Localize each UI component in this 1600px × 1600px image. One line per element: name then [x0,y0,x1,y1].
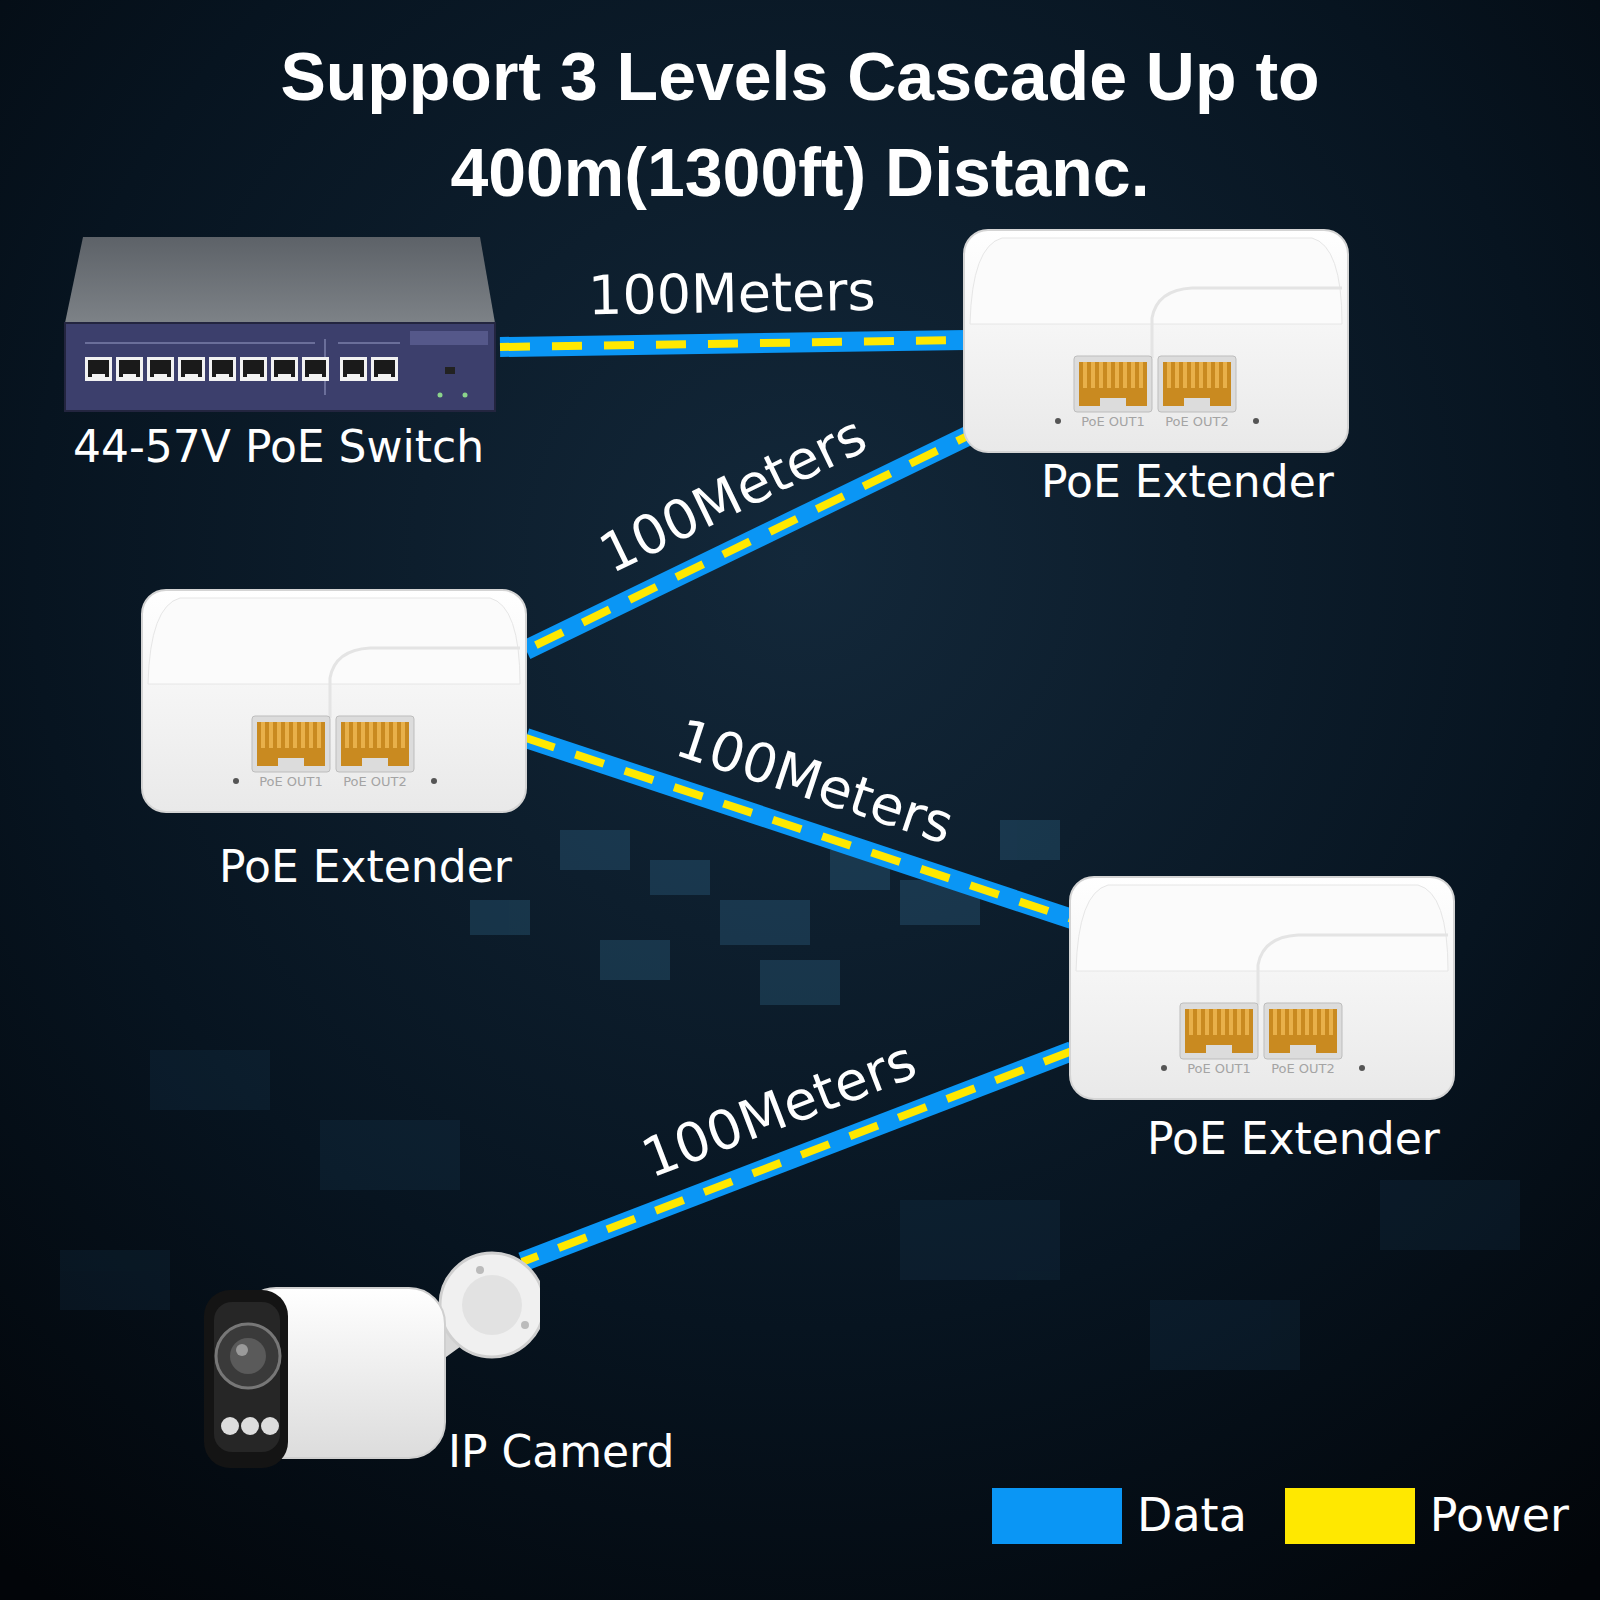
port-label: PoE OUT1 [1081,414,1145,429]
legend-text: Data [1137,1488,1247,1542]
node-caption: PoE Extender [1147,1113,1440,1164]
port-label: PoE OUT2 [1271,1061,1335,1076]
port-label: PoE OUT2 [1165,414,1229,429]
node-caption: 44-57V PoE Switch [73,421,484,472]
poe-extender-illustration [962,228,1352,456]
distance-label: 100Meters [633,1029,924,1191]
port-label: PoE OUT1 [1187,1061,1251,1076]
legend-swatch [1285,1488,1415,1544]
node-caption: IP Camerd [448,1426,674,1477]
poe-extender-illustration [1068,875,1458,1103]
switch-node: 44-57V PoE Switch [55,235,525,500]
poe-switch-illustration [55,235,505,415]
camera-node: IP Camerd [200,1250,700,1540]
distance-label: 100Meters [668,706,961,856]
node-caption: PoE Extender [219,841,512,892]
extender-node: PoE OUT1 PoE OUT2PoE Extender [962,228,1362,518]
node-caption: PoE Extender [1041,456,1334,507]
legend-swatch [992,1488,1122,1544]
port-label: PoE OUT2 [343,774,407,789]
distance-label: 100Meters [590,403,876,585]
poe-extender-illustration [140,588,530,816]
cable-connector [500,340,966,347]
extender-node: PoE OUT1 PoE OUT2PoE Extender [1068,875,1468,1175]
port-label: PoE OUT1 [259,774,323,789]
distance-label: 100Meters [588,260,877,328]
diagram-title: Support 3 Levels Cascade Up to 400m(1300… [250,28,1350,220]
legend-text: Power [1430,1488,1569,1542]
extender-node: PoE OUT1 PoE OUT2PoE Extender [140,588,540,903]
